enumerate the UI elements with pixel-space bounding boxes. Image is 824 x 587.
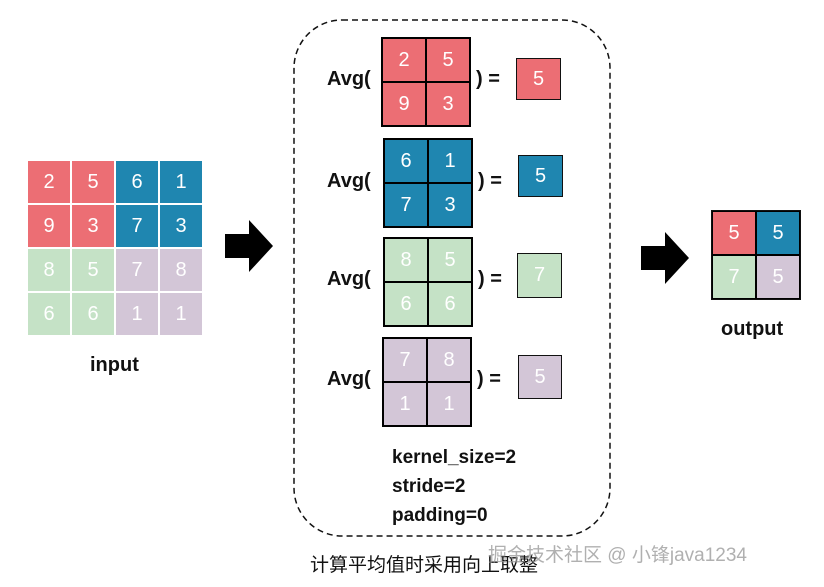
pool-cell: 7	[383, 338, 427, 382]
padding-param: padding=0	[392, 505, 488, 526]
pool-cell: 8	[384, 238, 428, 282]
avg-prefix: Avg(	[327, 268, 371, 290]
output-cell: 7	[712, 255, 756, 299]
pool-window-4: 7 8 1 1	[382, 337, 472, 427]
input-cell: 5	[71, 160, 115, 204]
pool-cell: 6	[384, 282, 428, 326]
pool-result-4: 5	[518, 355, 562, 399]
avg-suffix: ) =	[477, 368, 501, 390]
input-cell: 5	[71, 248, 115, 292]
input-cell: 9	[27, 204, 71, 248]
pool-cell: 5	[428, 238, 472, 282]
pool-result-3: 7	[517, 253, 562, 298]
input-cell: 7	[115, 248, 159, 292]
input-label: input	[90, 354, 139, 376]
pool-result-1: 5	[516, 58, 561, 100]
pool-cell: 6	[384, 139, 428, 183]
output-cell: 5	[712, 211, 756, 255]
stride-param: stride=2	[392, 476, 466, 497]
pool-cell: 9	[382, 82, 426, 126]
input-cell: 7	[115, 204, 159, 248]
pooling-panel	[293, 19, 611, 537]
input-cell: 2	[27, 160, 71, 204]
pool-cell: 1	[427, 382, 471, 426]
input-cell: 6	[71, 292, 115, 336]
pool-cell: 6	[428, 282, 472, 326]
right-arrow-icon	[641, 232, 689, 284]
input-cell: 6	[115, 160, 159, 204]
avg-suffix: ) =	[478, 268, 502, 290]
pool-cell: 1	[383, 382, 427, 426]
pool-window-2: 6 1 7 3	[383, 138, 473, 228]
pool-cell: 5	[426, 38, 470, 82]
pool-cell: 1	[428, 139, 472, 183]
right-arrow-icon	[225, 220, 273, 272]
output-cell: 5	[756, 211, 800, 255]
pool-result-2: 5	[518, 155, 563, 197]
avg-prefix: Avg(	[327, 170, 371, 192]
caption: 计算平均值时采用向上取整	[310, 555, 539, 576]
pool-cell: 7	[384, 183, 428, 227]
input-cell: 6	[27, 292, 71, 336]
input-cell: 1	[159, 160, 203, 204]
output-label: output	[721, 318, 784, 340]
input-cell: 8	[27, 248, 71, 292]
avg-prefix: Avg(	[327, 68, 371, 90]
input-cell: 3	[71, 204, 115, 248]
pool-cell: 3	[426, 82, 470, 126]
watermark: 掘金技术社区 @ 小锋java1234	[488, 545, 747, 566]
input-cell: 3	[159, 204, 203, 248]
input-grid: 2 5 6 1 9 3 7 3 8 5 7 8 6 6 1 1	[27, 160, 203, 336]
output-grid: 5 5 7 5	[711, 210, 801, 300]
avg-prefix: Avg(	[327, 368, 371, 390]
avg-suffix: ) =	[476, 68, 500, 90]
output-cell: 5	[756, 255, 800, 299]
pool-cell: 3	[428, 183, 472, 227]
input-cell: 1	[159, 292, 203, 336]
avg-suffix: ) =	[478, 170, 502, 192]
pool-cell: 8	[427, 338, 471, 382]
input-cell: 1	[115, 292, 159, 336]
pool-cell: 2	[382, 38, 426, 82]
kernel-size-param: kernel_size=2	[392, 447, 517, 468]
pool-window-3: 8 5 6 6	[383, 237, 473, 327]
pool-window-1: 2 5 9 3	[381, 37, 471, 127]
input-cell: 8	[159, 248, 203, 292]
